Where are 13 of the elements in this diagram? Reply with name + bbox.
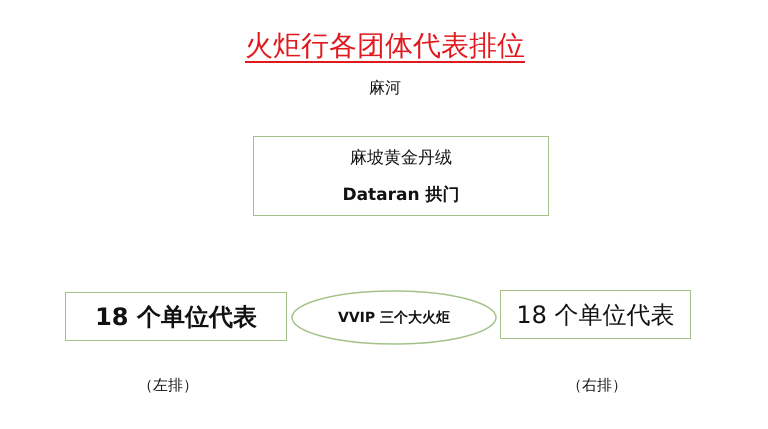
oval-shape bbox=[291, 290, 497, 345]
title: 火炬行各团体代表排位 bbox=[245, 28, 525, 64]
text-box bbox=[253, 136, 549, 216]
text-box bbox=[65, 292, 287, 341]
side-note: （右排） bbox=[567, 376, 627, 394]
box-text: 18 个单位代表 bbox=[95, 302, 257, 332]
text-box bbox=[500, 290, 691, 339]
box-text: Dataran 拱门 bbox=[342, 184, 460, 206]
box-text: VVIP 三个大火炬 bbox=[338, 308, 450, 326]
box-text: 麻坡黄金丹绒 bbox=[350, 147, 452, 169]
side-note: （左排） bbox=[138, 376, 198, 394]
box-text: 18 个单位代表 bbox=[516, 300, 675, 330]
label-text: 麻河 bbox=[369, 78, 401, 98]
